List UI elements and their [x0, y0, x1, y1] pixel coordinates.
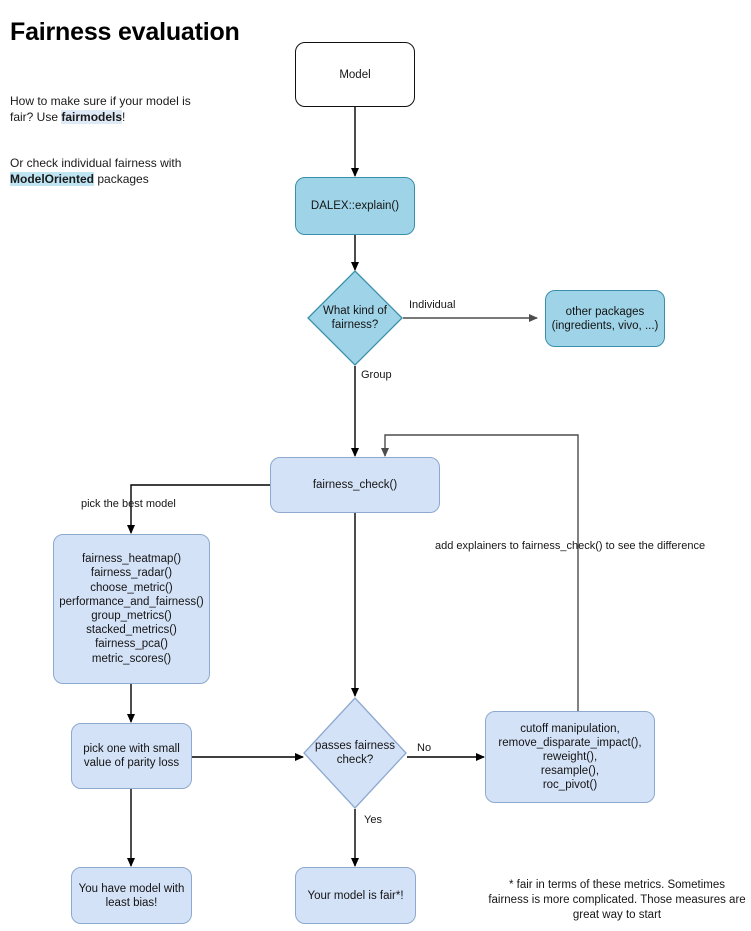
- diamond-shape-cyan: [307, 270, 403, 366]
- node-fairness-check-label: fairness_check(): [312, 479, 398, 491]
- node-model-is-fair-result[interactable]: Your model is fair*!: [295, 867, 416, 924]
- fairmodels-highlight: fairmodels: [61, 110, 123, 124]
- node-what-kind-of-fairness[interactable]: What kind of fairness?: [307, 270, 403, 366]
- edge-label-add-explainers: add explainers to fairness_check() to se…: [435, 540, 706, 552]
- edge-label-yes: Yes: [364, 814, 382, 826]
- node-what-kind-of-fairness-label: What kind of fairness?: [323, 305, 387, 331]
- intro-paragraph-1-pre: How to make sure if your model is fair? …: [10, 94, 191, 124]
- intro-paragraph-1: How to make sure if your model is fair? …: [10, 93, 195, 125]
- node-model-label: Model: [339, 68, 371, 81]
- node-other-packages[interactable]: other packages (ingredients, vivo, ...): [545, 290, 665, 347]
- node-least-bias-result-label: You have model with least bias!: [78, 882, 185, 909]
- edge-label-pick-best-model: pick the best model: [81, 498, 176, 510]
- node-other-packages-label: other packages (ingredients, vivo, ...): [551, 305, 659, 332]
- node-least-bias-result[interactable]: You have model with least bias!: [71, 867, 192, 924]
- modeloriented-highlight: ModelOriented: [10, 172, 95, 186]
- page-title: Fairness evaluation: [10, 18, 240, 46]
- node-dalex-explain-label: DALEX::explain(): [310, 200, 400, 212]
- diamond-shape-lavender: [303, 697, 407, 809]
- node-plot-functions[interactable]: fairness_heatmap() fairness_radar() choo…: [53, 534, 210, 684]
- node-fairness-check[interactable]: fairness_check(): [270, 457, 440, 513]
- intro-paragraph-2-post: packages: [94, 172, 149, 186]
- node-pick-one-small-parity-loss-label: pick one with small value of parity loss: [83, 743, 180, 769]
- node-passes-fairness-check[interactable]: passes fairness check?: [303, 697, 407, 809]
- node-plot-functions-label: fairness_heatmap() fairness_radar() choo…: [59, 553, 204, 665]
- intro-paragraph-2: Or check individual fairness with ModelO…: [10, 155, 195, 187]
- edge-label-individual: Individual: [409, 299, 456, 311]
- edge-label-no: No: [417, 742, 432, 754]
- node-pick-one-small-parity-loss[interactable]: pick one with small value of parity loss: [71, 723, 192, 789]
- footnote-text: * fair in terms of these metrics. Someti…: [488, 879, 746, 921]
- node-dalex-explain[interactable]: DALEX::explain(): [295, 177, 415, 235]
- intro-paragraph-2-pre: Or check individual fairness with: [10, 156, 182, 170]
- edge-label-group: Group: [361, 369, 392, 381]
- node-mitigation-methods-label: cutoff manipulation, remove_disparate_im…: [498, 723, 642, 791]
- node-model[interactable]: Model: [295, 42, 415, 107]
- node-model-is-fair-result-label: Your model is fair*!: [307, 889, 404, 902]
- node-mitigation-methods[interactable]: cutoff manipulation, remove_disparate_im…: [485, 711, 655, 803]
- node-passes-fairness-check-label: passes fairness check?: [315, 740, 395, 766]
- intro-paragraph-1-post: !: [122, 110, 126, 124]
